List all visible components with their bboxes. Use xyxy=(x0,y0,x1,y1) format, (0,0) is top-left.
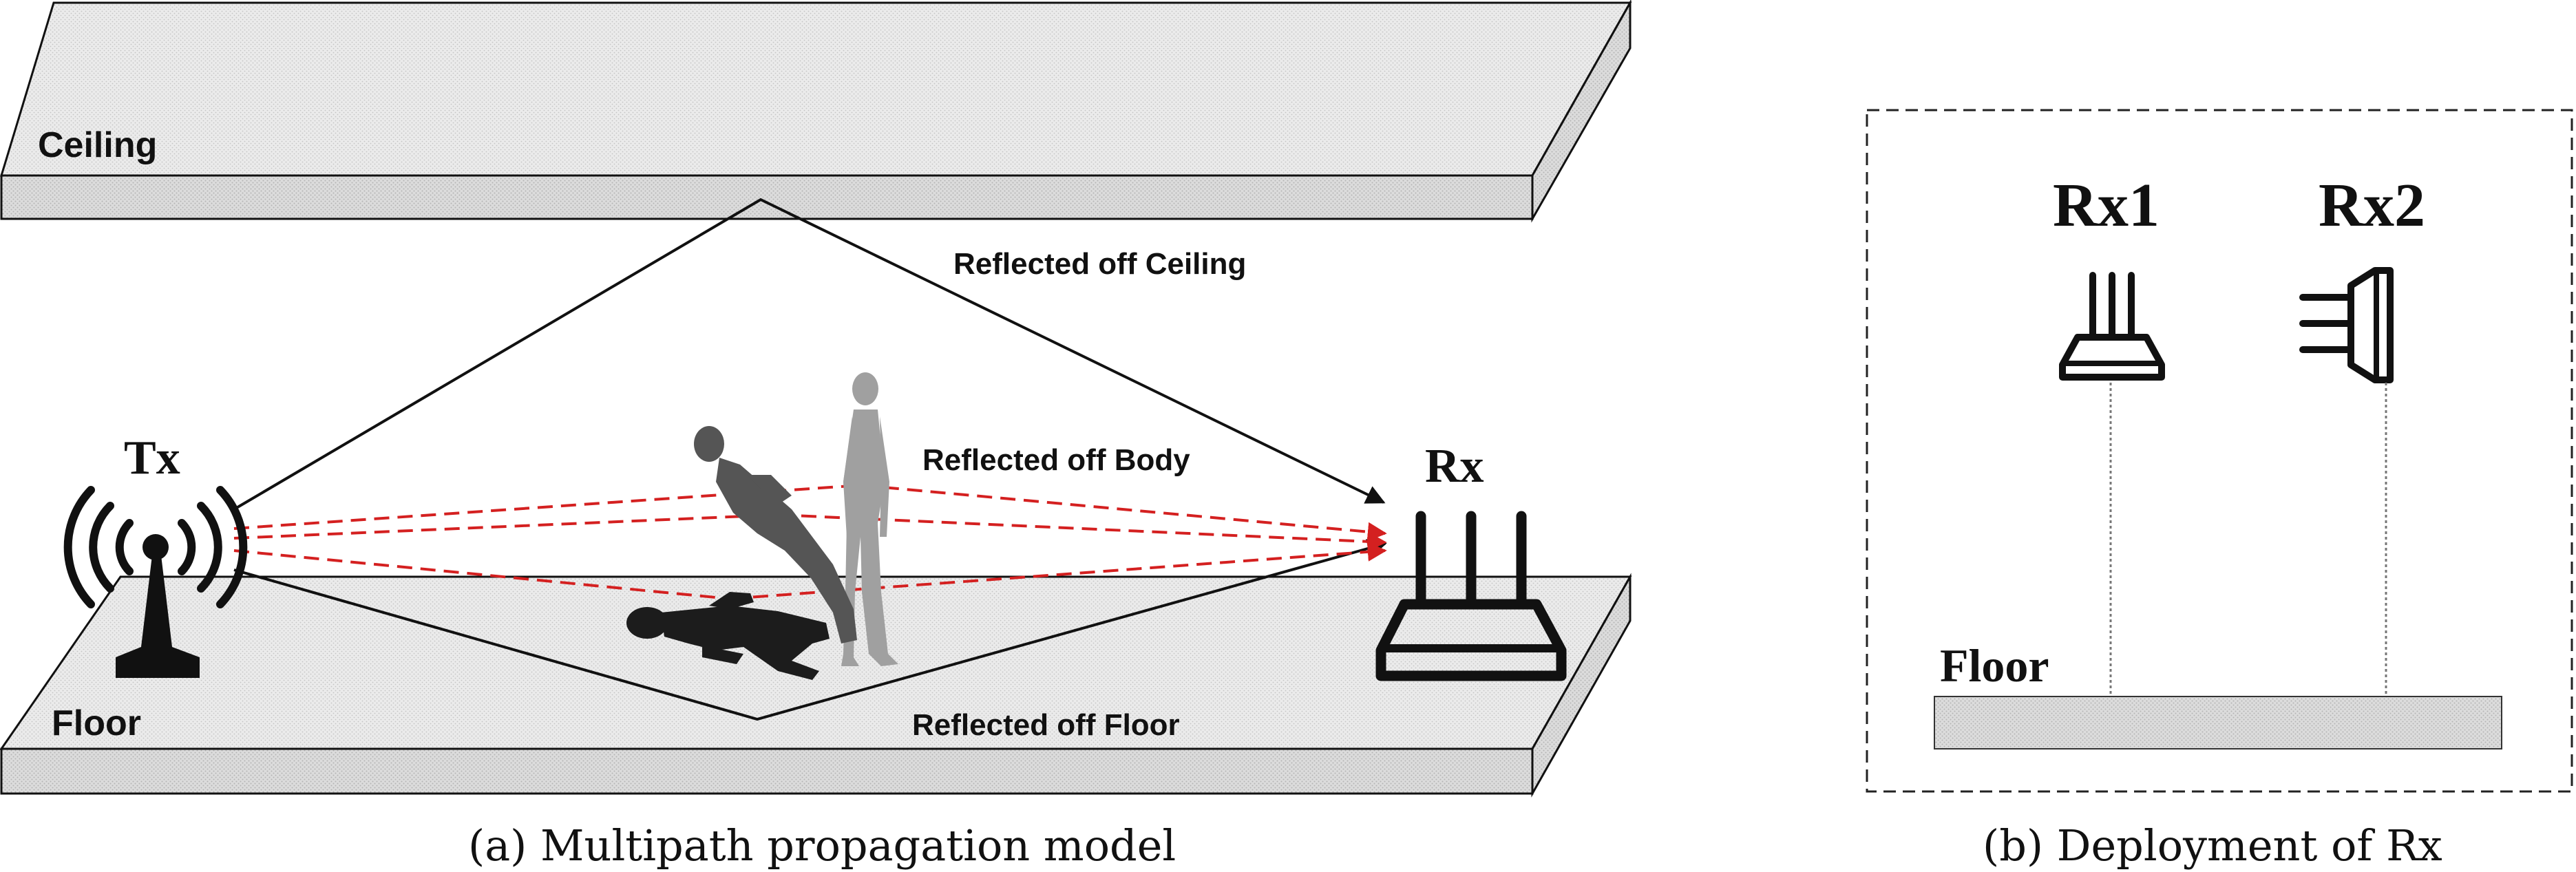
ceiling-label: Ceiling xyxy=(38,125,157,165)
rx2-router-icon xyxy=(2299,267,2394,383)
rx1-router-icon xyxy=(2059,272,2165,381)
falling-person-figure xyxy=(694,426,857,644)
standing-person-figure xyxy=(841,372,898,666)
floor-reflection-path xyxy=(233,539,1387,721)
body-path-3b xyxy=(729,542,1387,600)
rx-label: Rx xyxy=(1425,440,1484,493)
rx-router-icon xyxy=(1375,511,1567,681)
tx-antenna-icon xyxy=(63,486,248,678)
floor-label: Floor xyxy=(52,703,141,743)
caption-b: (b) Deployment of Rx xyxy=(1983,820,2442,871)
floor-label-b: Floor xyxy=(1940,639,2049,692)
panel-a: Ceiling Floor Reflected off Ceiling Refl… xyxy=(0,0,1632,871)
rx2-label: Rx2 xyxy=(2319,171,2425,240)
rx1-label: Rx1 xyxy=(2053,171,2160,240)
deployment-frame xyxy=(1866,109,2573,793)
ceiling-reflection-path xyxy=(233,198,1386,511)
path-floor-label: Reflected off Floor xyxy=(912,708,1180,742)
body-path-1b xyxy=(860,484,1387,542)
human-figures xyxy=(626,372,898,680)
floor-slab xyxy=(0,573,1632,798)
tx-label: Tx xyxy=(124,432,180,485)
body-path-2 xyxy=(233,513,779,540)
path-body-label: Reflected off Body xyxy=(922,443,1190,477)
body-path-3 xyxy=(233,549,730,600)
floor-block xyxy=(1934,696,2502,749)
lying-person-figure xyxy=(626,592,830,680)
ceiling-slab xyxy=(0,0,1632,223)
body-path-2b xyxy=(777,513,1387,551)
panel-b: Rx1 Rx2 Floor (b) Deployment of Rx xyxy=(1866,109,2573,871)
path-ceiling-label: Reflected off Ceiling xyxy=(953,247,1246,281)
caption-a: (a) Multipath propagation model xyxy=(468,820,1176,871)
